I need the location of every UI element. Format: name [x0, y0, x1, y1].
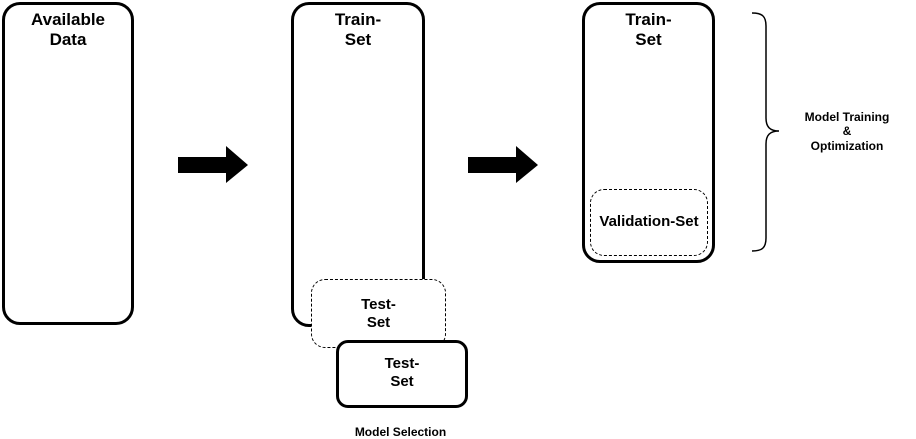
model-selection-caption: Model Selection — [354, 425, 447, 439]
validation-set-label: Validation-Set — [599, 213, 699, 230]
model-training-label: Model Training & Optimization — [780, 110, 914, 153]
available-data-label: Available Data — [2, 10, 134, 51]
test-set-dashed-line1: Test- — [361, 296, 396, 313]
model-training-line2: & — [842, 124, 852, 139]
test-set-solid-box — [336, 340, 468, 408]
train-set-2-line1: Train- — [625, 10, 672, 29]
train-set-label-2: Train- Set — [582, 10, 715, 51]
train-set-box — [291, 2, 425, 327]
train-set-line2: Set — [344, 30, 372, 50]
test-set-solid-line1: Test- — [384, 355, 420, 372]
train-set-2-line2: Set — [635, 30, 662, 50]
available-data-line2: Data — [49, 30, 87, 50]
train-set-line1: Train- — [334, 10, 382, 29]
available-data-line1: Available — [30, 10, 106, 29]
test-set-solid-line2: Set — [390, 373, 414, 390]
available-data-box — [2, 2, 134, 325]
validation-set-box — [590, 189, 708, 256]
model-training-line3: Optimization — [810, 138, 884, 153]
test-set-dashed-line2: Set — [366, 314, 391, 331]
model-training-line1: Model Training — [804, 110, 890, 124]
test-set-dashed-label: Test- Set — [311, 296, 446, 332]
test-set-solid-label: Test- Set — [336, 355, 468, 391]
train-set-label: Train- Set — [291, 10, 425, 51]
